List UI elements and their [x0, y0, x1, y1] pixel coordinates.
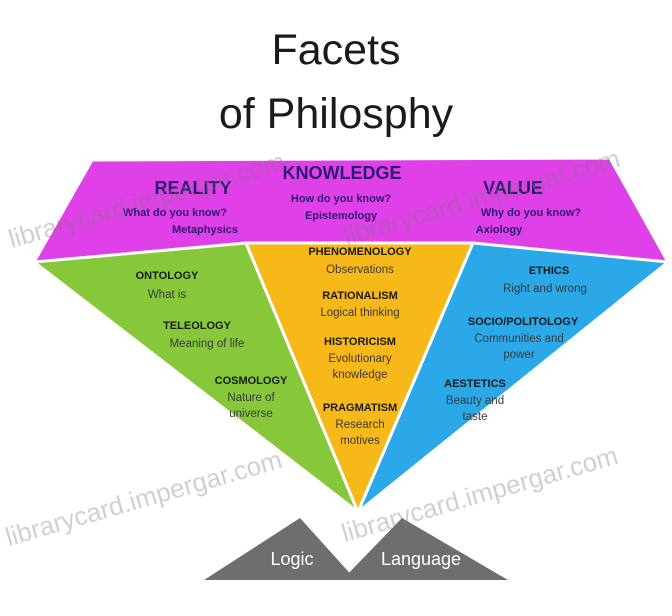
ethics-heading: ETHICS	[528, 265, 570, 277]
phenomenology-desc: Observations	[326, 264, 394, 276]
value-heading: VALUE	[483, 178, 543, 198]
socio-politology-desc-1: Communities and	[474, 333, 564, 345]
socio-politology-desc-2: power	[503, 349, 535, 361]
base-language-triangle	[342, 518, 508, 580]
title-line-1: Facets	[271, 26, 401, 74]
socio-politology-heading: SOCIO/POLITOLOGY	[467, 316, 579, 328]
knowledge-branch: Epistemology	[304, 210, 378, 222]
knowledge-heading: KNOWLEDGE	[282, 163, 402, 183]
aestetics-desc-1: Beauty and	[445, 395, 505, 407]
pragmatism-desc-2: motives	[340, 435, 380, 447]
ethics-desc: Right and wrong	[503, 283, 587, 295]
historicism-heading: HISTORICISM	[324, 336, 396, 348]
rationalism-desc: Logical thinking	[320, 307, 400, 319]
aestetics-desc-2: taste	[462, 411, 488, 423]
base-logic-triangle	[204, 518, 356, 580]
reality-heading: REALITY	[154, 178, 232, 198]
value-branch: Axiology	[475, 224, 523, 236]
knowledge-question: How do you know?	[290, 193, 392, 205]
right-facet	[356, 241, 672, 514]
base-language-label: Language	[380, 549, 462, 569]
rationalism-heading: RATIONALISM	[322, 290, 398, 302]
aestetics-heading: AESTETICS	[444, 378, 506, 390]
phenomenology-heading: PHENOMENOLOGY	[308, 246, 412, 258]
historicism-desc-1: Evolutionary	[328, 353, 392, 365]
cosmology-heading: COSMOLOGY	[214, 375, 288, 387]
ontology-heading: ONTOLOGY	[135, 270, 199, 282]
base-logic-label: Logic	[270, 549, 314, 569]
value-question: Why do you know?	[480, 207, 582, 219]
title-line-2: of Philosphy	[218, 90, 454, 138]
historicism-desc-2: knowledge	[332, 369, 388, 381]
teleology-heading: TELEOLOGY	[163, 320, 231, 332]
reality-question: What do you know?	[123, 207, 227, 219]
pragmatism-heading: PRAGMATISM	[322, 402, 398, 414]
cosmology-desc-2: universe	[229, 408, 273, 420]
cosmology-desc-1: Nature of	[227, 392, 275, 404]
ontology-desc: What is	[147, 289, 187, 301]
reality-branch: Metaphysics	[171, 224, 239, 236]
teleology-desc: Meaning of life	[169, 338, 245, 350]
pragmatism-desc-1: Research	[335, 419, 385, 431]
